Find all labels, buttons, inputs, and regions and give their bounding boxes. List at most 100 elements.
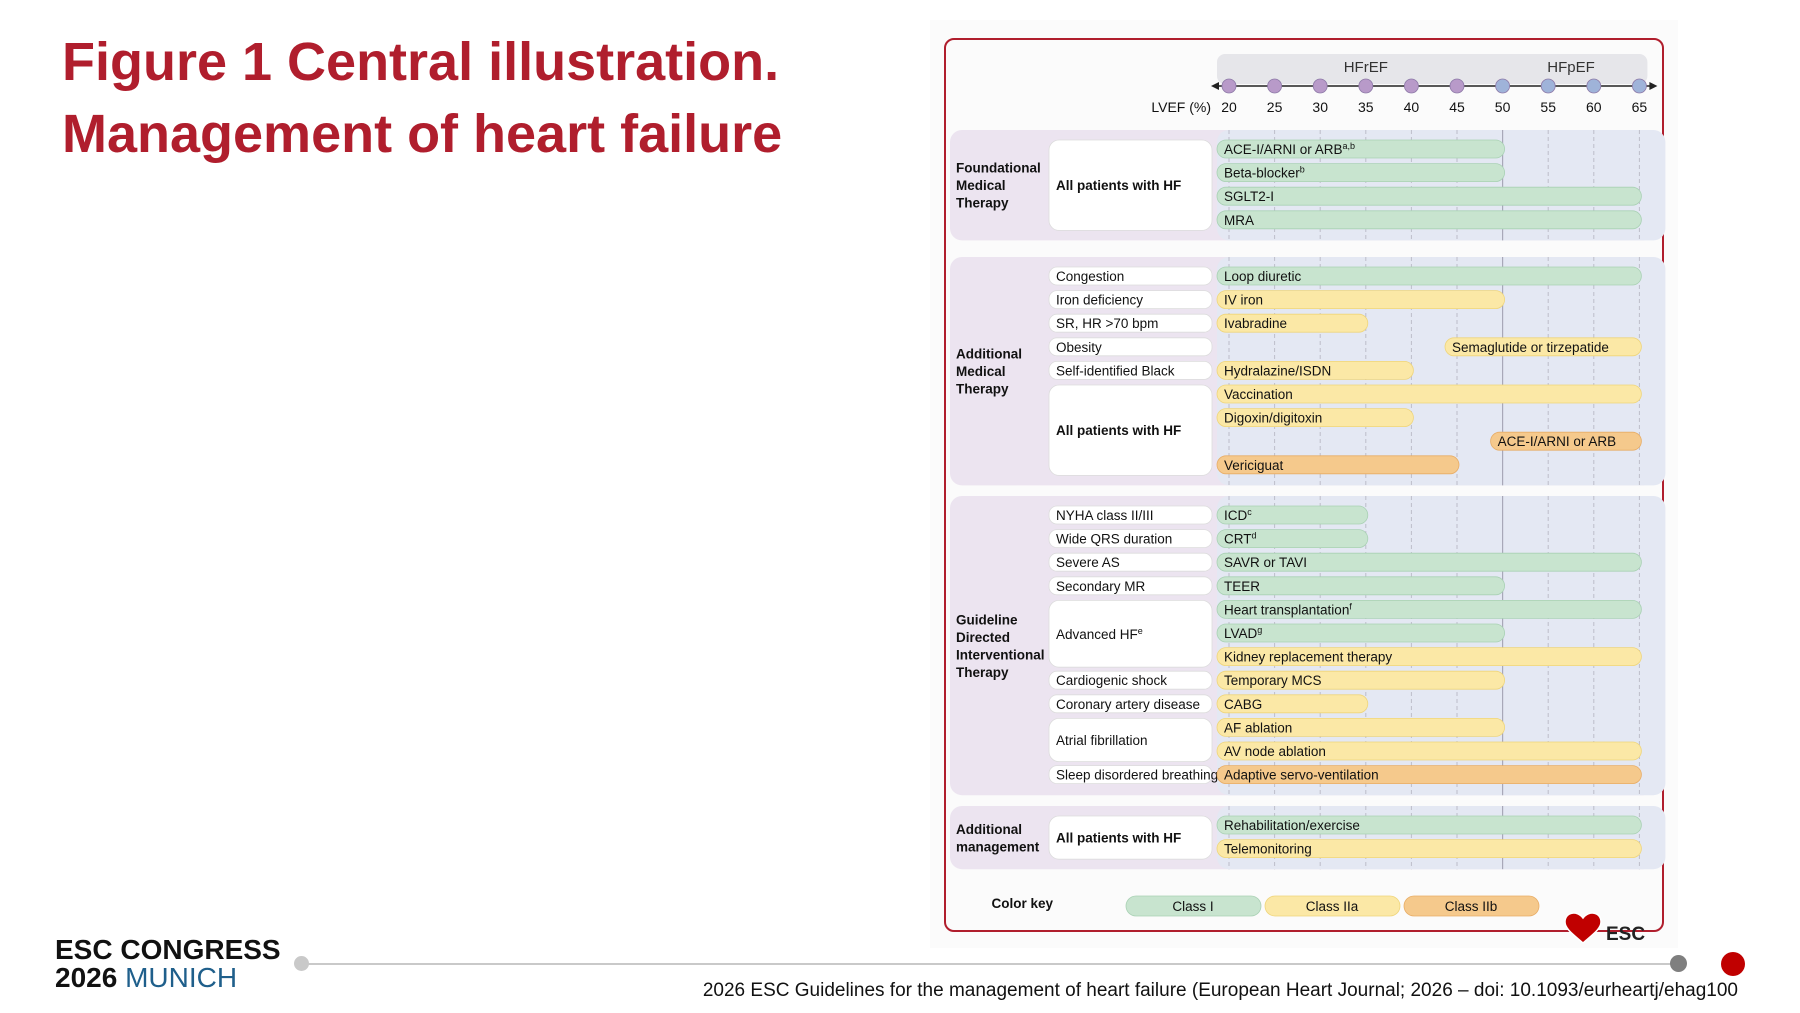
color-key-swatch <box>1125 895 1262 917</box>
therapy-label: Temporary MCS <box>1224 673 1322 688</box>
section-name: Guideline <box>956 612 1018 627</box>
axis-tick-label: 40 <box>1404 99 1420 115</box>
therapy-bar <box>1216 384 1642 404</box>
row-label: Coronary artery disease <box>1056 697 1200 712</box>
figure-border <box>944 38 1664 932</box>
axis-tick-dot <box>1267 78 1282 94</box>
title-line-1: Figure 1 Central illustration. <box>62 32 780 92</box>
color-key-item: Class I <box>1172 899 1213 914</box>
therapy-label: Ivabradine <box>1224 316 1287 331</box>
row-label-box <box>1048 529 1213 548</box>
timeline-start-dot <box>294 956 309 971</box>
therapy-label: AV node ablation <box>1224 744 1326 759</box>
row-label-box <box>1048 815 1213 860</box>
therapy-bar <box>1216 163 1506 183</box>
axis-label: LVEF (%) <box>1151 99 1211 115</box>
therapy-bar <box>1216 839 1642 858</box>
therapy-bar <box>1490 431 1642 451</box>
row-label: Obesity <box>1056 340 1102 355</box>
row-label-box <box>1048 505 1213 525</box>
therapy-bar <box>1216 455 1460 475</box>
row-label-box <box>1048 337 1213 357</box>
row-label: All patients with HF <box>1056 831 1181 846</box>
color-key-swatch <box>1403 895 1540 917</box>
row-label-box <box>1048 266 1213 286</box>
therapy-bar <box>1216 623 1506 643</box>
therapy-bar <box>1216 815 1642 835</box>
axis-tick-dot <box>1495 78 1510 94</box>
axis-tick-label: 55 <box>1540 99 1556 115</box>
therapy-label: ACE-I/ARNI or ARB <box>1498 434 1617 449</box>
therapy-label: ICDc <box>1224 507 1252 523</box>
section-name: Additional <box>956 822 1022 837</box>
therapy-bar <box>1216 408 1414 428</box>
therapy-label: Semaglutide or tirzepatide <box>1452 340 1609 355</box>
therapy-bar <box>1216 290 1506 310</box>
therapy-label: SGLT2-I <box>1224 189 1274 204</box>
therapy-bar <box>1216 139 1506 159</box>
therapy-bar <box>1216 670 1506 690</box>
axis-left-arrow-icon <box>1211 82 1219 90</box>
therapy-bar <box>1216 552 1642 572</box>
row-label-box <box>1048 600 1213 668</box>
therapy-bar <box>1216 529 1369 548</box>
color-key-item: Class IIa <box>1306 899 1359 914</box>
congress-name: ESC CONGRESS <box>55 934 281 965</box>
row-label-box <box>1048 670 1213 690</box>
row-label: Secondary MR <box>1056 579 1146 594</box>
axis-tick-label: 45 <box>1449 99 1465 115</box>
section-name: Medical <box>956 364 1006 379</box>
esc-logo <box>1564 912 1602 945</box>
axis-tick-label: 20 <box>1221 99 1237 115</box>
therapy-label: Kidney replacement therapy <box>1224 650 1392 665</box>
row-label: Sleep disordered breathingh <box>1056 767 1223 783</box>
section-chart-area <box>1217 806 1666 870</box>
therapy-label: SAVR or TAVI <box>1224 555 1307 570</box>
axis-tick-label: 35 <box>1358 99 1374 115</box>
therapy-bar <box>1216 313 1369 333</box>
row-label-box <box>1048 290 1213 310</box>
therapy-label: IV iron <box>1224 293 1263 308</box>
axis-tick-dot <box>1632 78 1647 94</box>
row-label-box <box>1048 360 1213 380</box>
phenotype-header-hfpef <box>1490 54 1648 84</box>
therapy-bar <box>1216 765 1642 784</box>
therapy-bar <box>1216 694 1369 714</box>
axis-tick-label: 50 <box>1495 99 1511 115</box>
row-label: All patients with HF <box>1056 178 1181 193</box>
esc-congress-logo: ESC CONGRESS 2026 MUNICH <box>55 936 281 992</box>
therapy-label: Vaccination <box>1224 387 1293 402</box>
axis-tick-label: 65 <box>1632 99 1648 115</box>
axis-tick-label: 25 <box>1267 99 1283 115</box>
section-name: Therapy <box>956 196 1009 211</box>
row-label: All patients with HF <box>1056 423 1181 438</box>
therapy-label: Loop diuretic <box>1224 269 1302 284</box>
row-label: NYHA class II/III <box>1056 508 1154 523</box>
row-label-box <box>1048 313 1213 333</box>
therapy-bar <box>1216 718 1506 737</box>
row-label: SR, HR >70 bpm <box>1056 316 1158 331</box>
therapy-label: Digoxin/digitoxin <box>1224 411 1322 426</box>
row-label-box <box>1048 139 1213 231</box>
phenotype-label: HFrEF <box>1344 59 1388 76</box>
therapy-bar <box>1444 337 1642 357</box>
therapy-bar <box>1216 186 1642 206</box>
footer-citation: 2026 ESC Guidelines for the management o… <box>702 980 1738 1001</box>
axis-tick-label: 60 <box>1586 99 1602 115</box>
slide-title: Figure 1 Central illustration. Managemen… <box>62 26 782 170</box>
row-label: Cardiogenic shock <box>1056 673 1167 688</box>
therapy-bar <box>1216 360 1414 380</box>
row-label: Advanced HFe <box>1056 626 1143 642</box>
esc-logo-text: ESC <box>1606 924 1645 945</box>
phenotype-header-hfref <box>1217 54 1511 84</box>
section-name: Therapy <box>956 665 1009 680</box>
axis-tick-label: 30 <box>1312 99 1328 115</box>
congress-year: 2026 <box>55 962 118 993</box>
color-key-swatch <box>1264 895 1401 917</box>
therapy-label: Adaptive servo-ventilation <box>1224 768 1379 783</box>
axis-tick-dot <box>1358 78 1374 94</box>
row-label-box <box>1048 384 1213 476</box>
section-name: Additional <box>956 347 1022 362</box>
row-label-box <box>1048 694 1213 714</box>
therapy-bar <box>1216 576 1506 596</box>
